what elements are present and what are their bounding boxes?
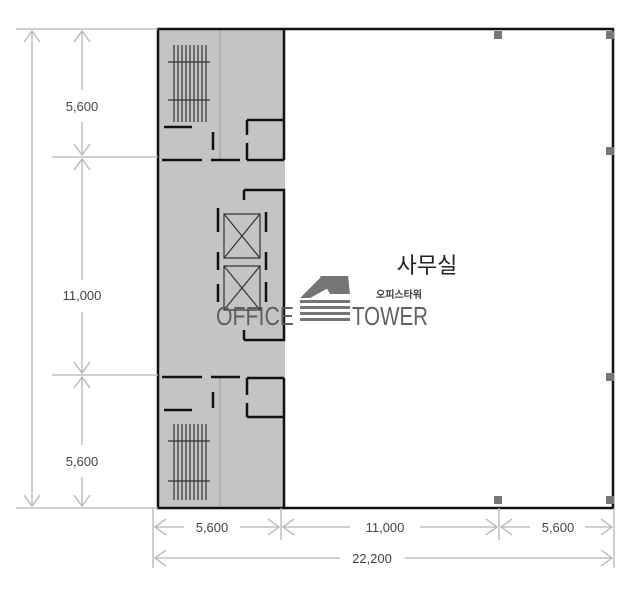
dim-left-2: 11,000 <box>63 288 102 303</box>
watermark-tower: TOWER <box>352 301 428 331</box>
dim-bottom-2: 11,000 <box>366 520 405 535</box>
elevator-bank <box>216 188 286 342</box>
elevator-car <box>223 265 261 311</box>
core-walls <box>162 29 286 508</box>
room-label: 사무실 <box>397 254 458 279</box>
dim-left-3: 5,600 <box>66 454 99 469</box>
column-markers <box>494 31 614 504</box>
stair-top <box>168 45 210 122</box>
bottom-dimension-lines <box>152 508 615 568</box>
watermark-office: OFFICE <box>216 301 294 331</box>
watermark-korean: 오피스타워 <box>376 288 422 301</box>
dim-total: 22,200 <box>352 551 392 566</box>
core-area <box>158 29 285 508</box>
dim-bottom-3: 5,600 <box>542 520 575 535</box>
left-dimension-lines <box>16 28 158 509</box>
watermark-logo: OFFICE TOWER 오피스타워 <box>216 276 428 331</box>
dim-bottom-1: 5,600 <box>196 520 229 535</box>
dim-left-1: 5,600 <box>66 99 99 114</box>
floor-outline <box>156 27 615 510</box>
elevator-car <box>223 213 261 259</box>
stair-bottom <box>168 424 210 500</box>
